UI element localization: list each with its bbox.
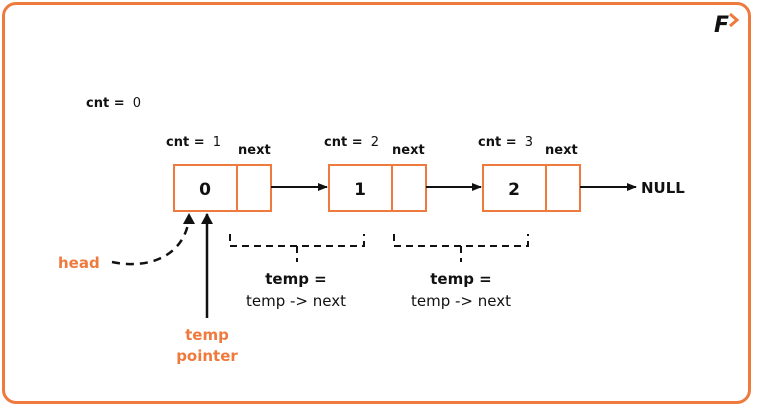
- node-2-next-cell: [545, 164, 581, 212]
- node-2-counter: cnt = 3: [478, 135, 533, 150]
- node-1-counter-label: cnt =: [324, 135, 363, 150]
- step-bracket-2: temp = temp -> next: [393, 234, 529, 310]
- initial-counter-value: 0: [133, 96, 141, 111]
- step-1-line2: temp -> next: [246, 292, 346, 310]
- diagram-frame: [2, 2, 751, 404]
- initial-counter-label: cnt =: [86, 96, 125, 111]
- step-2-line2: temp -> next: [411, 292, 511, 310]
- node-2-counter-value: 3: [525, 135, 533, 150]
- logo-letter: F: [714, 13, 729, 38]
- logo-icon: F: [714, 12, 740, 38]
- node-2-next-label: next: [545, 143, 578, 158]
- step-1-dashed-bracket: [229, 234, 365, 247]
- head-label: head: [58, 254, 100, 272]
- temp-pointer-label-line1: temp: [185, 326, 229, 344]
- logo-chevron-icon: [729, 12, 740, 28]
- node-1-data-cell: [328, 164, 393, 212]
- node-1-next-cell: [391, 164, 427, 212]
- node-1-counter: cnt = 2: [324, 135, 379, 150]
- step-bracket-1: temp = temp -> next: [229, 234, 365, 310]
- node-0-counter-value: 1: [213, 135, 221, 150]
- list-node-1: cnt = 2 next 1: [324, 135, 427, 212]
- list-node-2: cnt = 3 next 2: [478, 135, 581, 212]
- node-2-value: 2: [508, 180, 520, 200]
- node-1-value: 1: [354, 180, 366, 200]
- node-0-data-cell: [173, 164, 238, 212]
- temp-pointer-arrowhead: [201, 213, 213, 224]
- node-0-counter-label: cnt =: [166, 135, 205, 150]
- node-0-next-cell: [236, 164, 272, 212]
- step-1-line1: temp =: [265, 270, 327, 288]
- null-terminal: NULL: [641, 179, 685, 197]
- node-0-next-label: next: [238, 143, 271, 158]
- node-0-counter: cnt = 1: [166, 135, 221, 150]
- head-pointer-dashed-arrow: [111, 217, 191, 266]
- step-2-dashed-bracket: [393, 234, 529, 247]
- head-pointer-arrowhead: [183, 213, 195, 224]
- temp-pointer-label-line2: pointer: [176, 347, 238, 365]
- node-1-counter-value: 2: [371, 135, 379, 150]
- node-0-value: 0: [199, 180, 211, 200]
- initial-counter: cnt = 0: [86, 96, 141, 111]
- list-node-0: cnt = 1 next 0: [166, 135, 272, 212]
- step-2-line1: temp =: [430, 270, 492, 288]
- node-2-counter-label: cnt =: [478, 135, 517, 150]
- node-1-next-label: next: [392, 143, 425, 158]
